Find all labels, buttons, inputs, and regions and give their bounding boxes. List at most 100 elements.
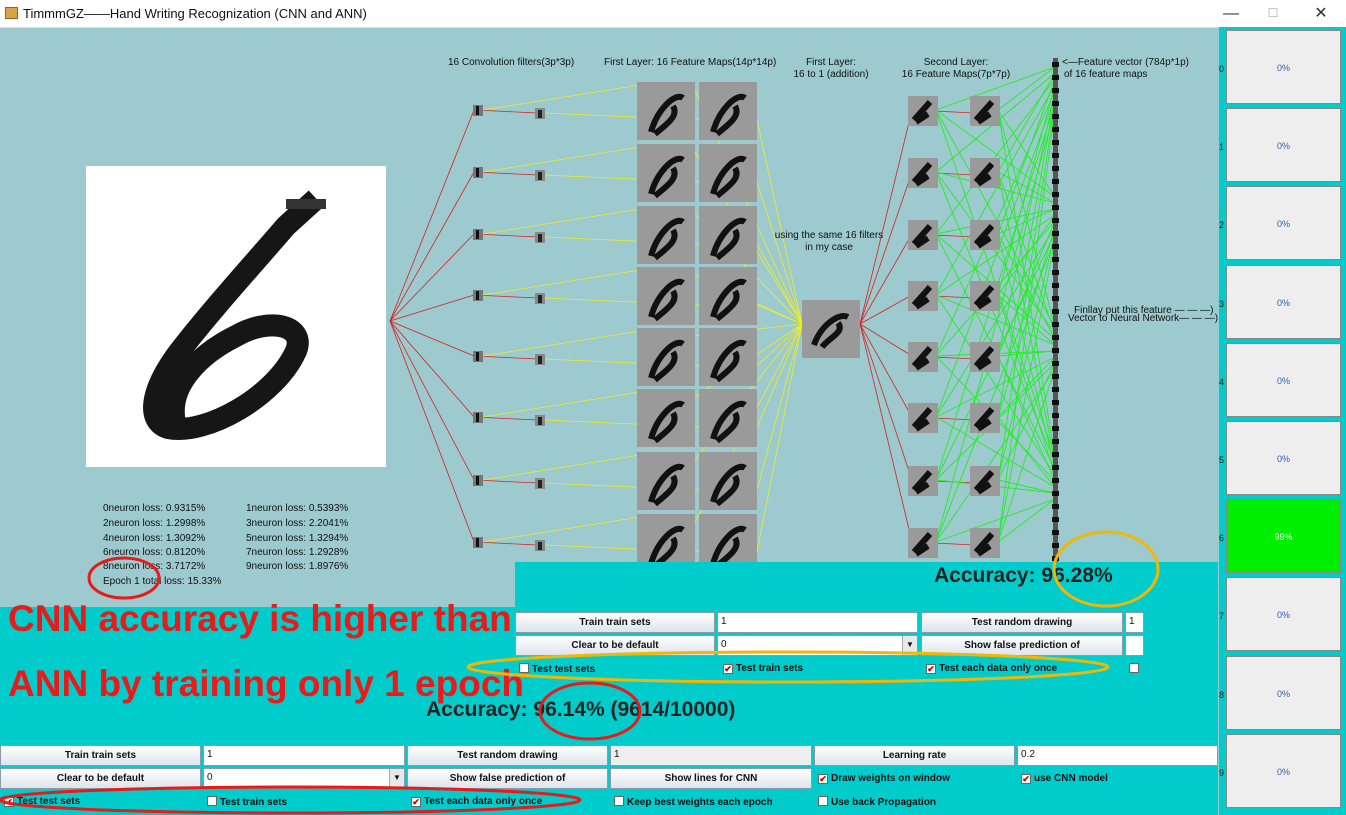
feature-map-2-digit (973, 224, 995, 249)
yellow-line (482, 269, 641, 296)
learning-rate-input[interactable]: 0.2 (1017, 745, 1218, 766)
checkmark-icon: ✔ (4, 797, 14, 807)
learning-rate-button[interactable]: Learning rate (814, 745, 1015, 766)
close-button[interactable]: ✕ (1314, 5, 1328, 22)
feature-map-1-6-1 (699, 452, 757, 510)
title-bar: TimmmGZ——Hand Writing Recognization (CNN… (0, 0, 1346, 28)
filter-a-core (476, 413, 479, 422)
feature-map-digit (710, 278, 747, 322)
chevron-down-icon: ▼ (389, 769, 404, 788)
filter-a-core (476, 168, 479, 177)
cnn-digit-select[interactable]: 0▼ (717, 635, 918, 656)
loss-9: 9neuron loss: 1.8976% (246, 561, 349, 572)
green-line (997, 66, 1056, 111)
feature-vector-cell (1052, 322, 1059, 327)
prediction-box-7: 0% (1226, 577, 1341, 652)
feature-map-2-digit (973, 100, 995, 125)
feature-map-digit (710, 463, 747, 507)
prediction-box-9: 0% (1226, 733, 1341, 808)
feature-vector-cell (1052, 452, 1059, 457)
feature-map-digit (648, 463, 685, 507)
ann-test-train-label: Test train sets (220, 797, 288, 808)
yellow-line (482, 454, 641, 481)
red-line (389, 109, 475, 322)
filter-a-core (476, 476, 479, 485)
feature-vector-cell (1052, 75, 1059, 80)
red-line (473, 233, 539, 238)
cnn-test-random-input[interactable]: 1 (1125, 612, 1144, 633)
green-line (935, 214, 1056, 296)
green-line (997, 356, 1056, 418)
final-label-2: Vector to Neural Network— — —) (1068, 313, 1219, 324)
green-line (997, 368, 1056, 543)
ann-show-false-button[interactable]: Show false prediction of (407, 768, 608, 789)
feature-map-digit (710, 93, 747, 137)
ann-digit-select[interactable]: 0▼ (203, 768, 405, 789)
yellow-line (756, 323, 803, 367)
ann-test-random-button[interactable]: Test random drawing (407, 745, 608, 766)
green-line (997, 355, 1056, 482)
input-to-filter-lines (389, 109, 976, 546)
ann-each-once-checkbox[interactable]: ✔Test each data only once (411, 796, 542, 807)
ann-train-button[interactable]: Train train sets (0, 745, 201, 766)
checkmark-icon: ✔ (926, 664, 936, 674)
feature-vector-cell (1052, 400, 1059, 405)
cnn-test-train-checkbox[interactable]: ✔Test train sets (723, 663, 803, 674)
feature-map-2-digit (911, 100, 933, 125)
prediction-digit-5: 5 (1219, 455, 1225, 465)
feature-map-1-1-0 (637, 144, 695, 202)
checkbox-unchecked-icon (207, 796, 217, 806)
feature-vector-cell (1052, 361, 1059, 366)
drawing-canvas[interactable] (86, 166, 386, 467)
feature-vector-cell (1052, 218, 1059, 223)
ann-test-random-input[interactable]: 1 (610, 745, 812, 766)
draw-weights-label: Draw weights on window (831, 773, 950, 784)
filter-b-core (538, 480, 542, 488)
cnn-extra-field[interactable] (1125, 635, 1144, 656)
maximize-button[interactable]: ☐ (1267, 6, 1279, 20)
java-cup-icon (5, 7, 18, 19)
cnn-train-epochs-input[interactable]: 1 (717, 612, 918, 633)
minimize-button[interactable]: — (1223, 5, 1239, 22)
filter-b-core (538, 356, 542, 364)
ann-test-train-checkbox[interactable]: Test train sets (207, 796, 287, 808)
feature-map-1-0-1 (699, 82, 757, 140)
feature-map-2-digit (973, 470, 995, 495)
prediction-box-3: 0% (1226, 264, 1341, 339)
green-line (997, 171, 1056, 464)
cnn-test-random-button[interactable]: Test random drawing (921, 612, 1123, 633)
cnn-extra-checkbox[interactable] (1129, 663, 1142, 675)
feature-vector-label-1: <—Feature vector (784p*1p) (1062, 57, 1190, 68)
feature-vector-cell (1052, 101, 1059, 106)
show-lines-cnn-button[interactable]: Show lines for CNN (610, 768, 812, 789)
red-line (859, 323, 913, 481)
cnn-show-false-button[interactable]: Show false prediction of (921, 635, 1123, 656)
feature-vector-cell (1052, 166, 1059, 171)
feature-vector-cell (1052, 127, 1059, 132)
cnn-clear-button[interactable]: Clear to be default (515, 635, 715, 656)
feature-map-2-digit (973, 285, 995, 310)
yellow-line (482, 330, 641, 357)
keep-best-checkbox[interactable]: Keep best weights each epoch (614, 796, 773, 808)
ann-train-epochs-input[interactable]: 1 (203, 745, 405, 766)
first-add-label-2: 16 to 1 (addition) (793, 69, 869, 80)
use-cnn-checkbox[interactable]: ✔use CNN model (1021, 773, 1108, 784)
green-line (935, 78, 1056, 235)
feature-map-1-1-1 (699, 144, 757, 202)
green-line (997, 479, 1056, 494)
prediction-box-0: 0% (1226, 30, 1341, 104)
ann-test-test-checkbox[interactable]: ✔Test test sets (4, 796, 80, 807)
ann-clear-button[interactable]: Clear to be default (0, 768, 201, 789)
backprop-checkbox[interactable]: Use back Propagation (818, 796, 936, 808)
feature-vector-cell (1052, 88, 1059, 93)
filter-b-core (538, 417, 542, 425)
green-line (997, 498, 1056, 543)
yellow-line (482, 208, 641, 235)
filter-b-core (538, 110, 542, 118)
yellow-line (756, 181, 803, 325)
cnn-digit-select-value: 0 (721, 639, 727, 650)
cnn-each-once-checkbox[interactable]: ✔Test each data only once (926, 663, 1057, 674)
cnn-test-test-checkbox[interactable]: Test test sets (519, 663, 595, 675)
draw-weights-checkbox[interactable]: ✔Draw weights on window (818, 773, 950, 784)
cnn-train-button[interactable]: Train train sets (515, 612, 715, 633)
